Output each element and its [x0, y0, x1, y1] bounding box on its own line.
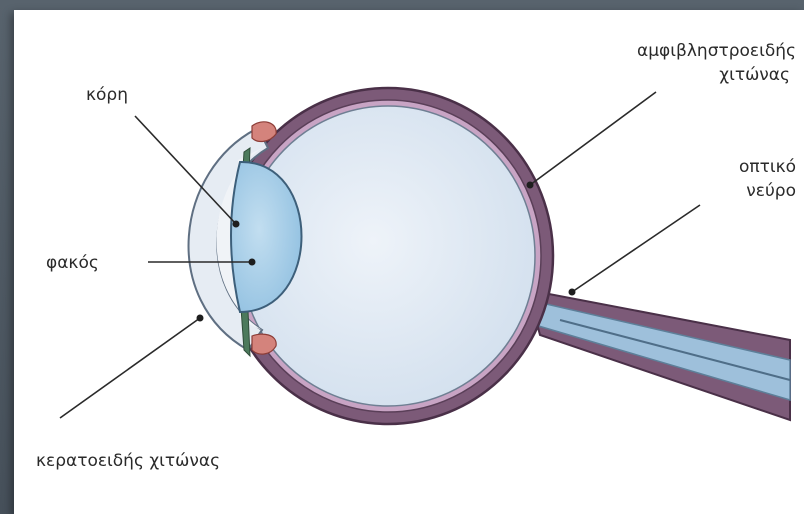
label-cornea: κερατοειδής χιτώνας [36, 451, 220, 471]
label-pupil: κόρη [86, 85, 128, 105]
label-retina-line1: αμφιβληστροειδής [637, 41, 796, 61]
label-retina-line2: χιτώνας [719, 65, 790, 85]
label-optic-nerve-line1: οπτικό [739, 157, 796, 177]
label-lens: φακός [46, 253, 99, 273]
label-optic-nerve-line2: νεύρο [746, 181, 796, 201]
